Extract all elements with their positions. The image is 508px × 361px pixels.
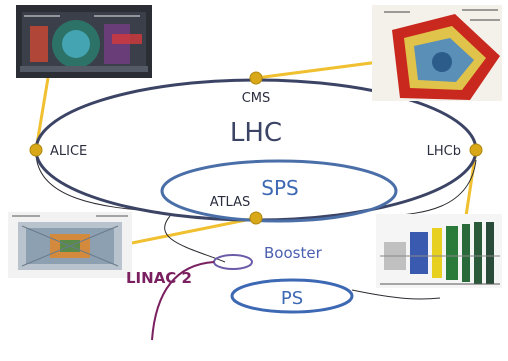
atlas-node	[249, 211, 263, 225]
ti8-line	[385, 159, 477, 217]
cms-label: CMS	[242, 91, 271, 106]
sps-ring	[160, 159, 398, 223]
alice-detector-image	[16, 5, 152, 78]
lhcb-node	[469, 143, 483, 157]
sps-label: SPS	[261, 176, 298, 200]
lhcb-label: LHCb	[427, 144, 461, 159]
alice-node	[29, 143, 43, 157]
linac-line	[151, 261, 215, 341]
alice-label: ALICE	[50, 144, 87, 159]
booster-label: Booster	[264, 244, 323, 262]
cms-detector-image	[372, 5, 502, 101]
booster-ring	[213, 254, 253, 270]
ps-ring	[230, 278, 354, 314]
atlas-connector	[131, 216, 257, 245]
ps-out-line	[351, 289, 441, 300]
cms-node	[249, 71, 263, 85]
lhcb-detector-image	[376, 214, 502, 288]
atlas-detector-image	[8, 212, 132, 278]
lhc-label: LHC	[230, 118, 282, 148]
atlas-label: ATLAS	[210, 195, 251, 210]
experiment-nodes	[29, 71, 483, 225]
linac-label: LINAC 2	[126, 269, 192, 287]
ti2-line	[35, 151, 161, 213]
cms-connector	[255, 58, 395, 80]
ps-label: PS	[281, 288, 303, 309]
sps-ps-line	[164, 215, 226, 263]
